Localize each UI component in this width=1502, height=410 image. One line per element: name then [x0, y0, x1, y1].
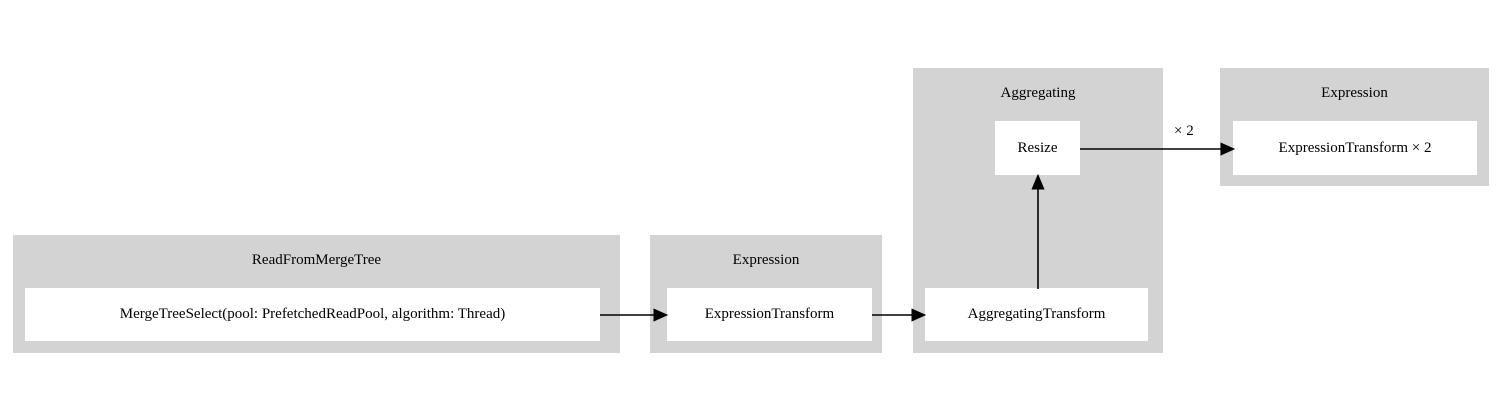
edge-resize-to-expression-transform-x2 — [1080, 142, 1236, 156]
cluster-label-aggregating: Aggregating — [1000, 85, 1076, 101]
node-label-merge-tree-select: MergeTreeSelect(pool: PrefetchedReadPool… — [119, 306, 506, 322]
node-label-expression-transform: ExpressionTransform — [704, 306, 835, 322]
node-merge-tree-select[interactable]: MergeTreeSelect(pool: PrefetchedReadPool… — [25, 288, 600, 341]
cluster-label-expression-upper: Expression — [1321, 85, 1388, 101]
edge-label-resize-to-expression-transform-x2: × 2 — [1174, 123, 1194, 139]
edge-merge-tree-select-to-expression-transform — [600, 308, 669, 322]
cluster-label-read-from-merge-tree: ReadFromMergeTree — [251, 252, 382, 268]
node-expression-transform-x2[interactable]: ExpressionTransform × 2 — [1233, 121, 1477, 175]
node-label-expression-transform-x2: ExpressionTransform × 2 — [1278, 139, 1432, 156]
edge-aggregating-transform-to-resize — [1031, 173, 1045, 289]
node-resize[interactable]: Resize — [995, 121, 1080, 175]
edge-expression-transform-to-aggregating-transform — [872, 308, 927, 322]
node-label-resize: Resize — [1017, 139, 1058, 156]
cluster-label-expression-lower: Expression — [732, 252, 800, 268]
node-expression-transform[interactable]: ExpressionTransform — [667, 288, 872, 341]
node-label-aggregating-transform: AggregatingTransform — [967, 306, 1106, 322]
node-aggregating-transform[interactable]: AggregatingTransform — [925, 288, 1148, 341]
